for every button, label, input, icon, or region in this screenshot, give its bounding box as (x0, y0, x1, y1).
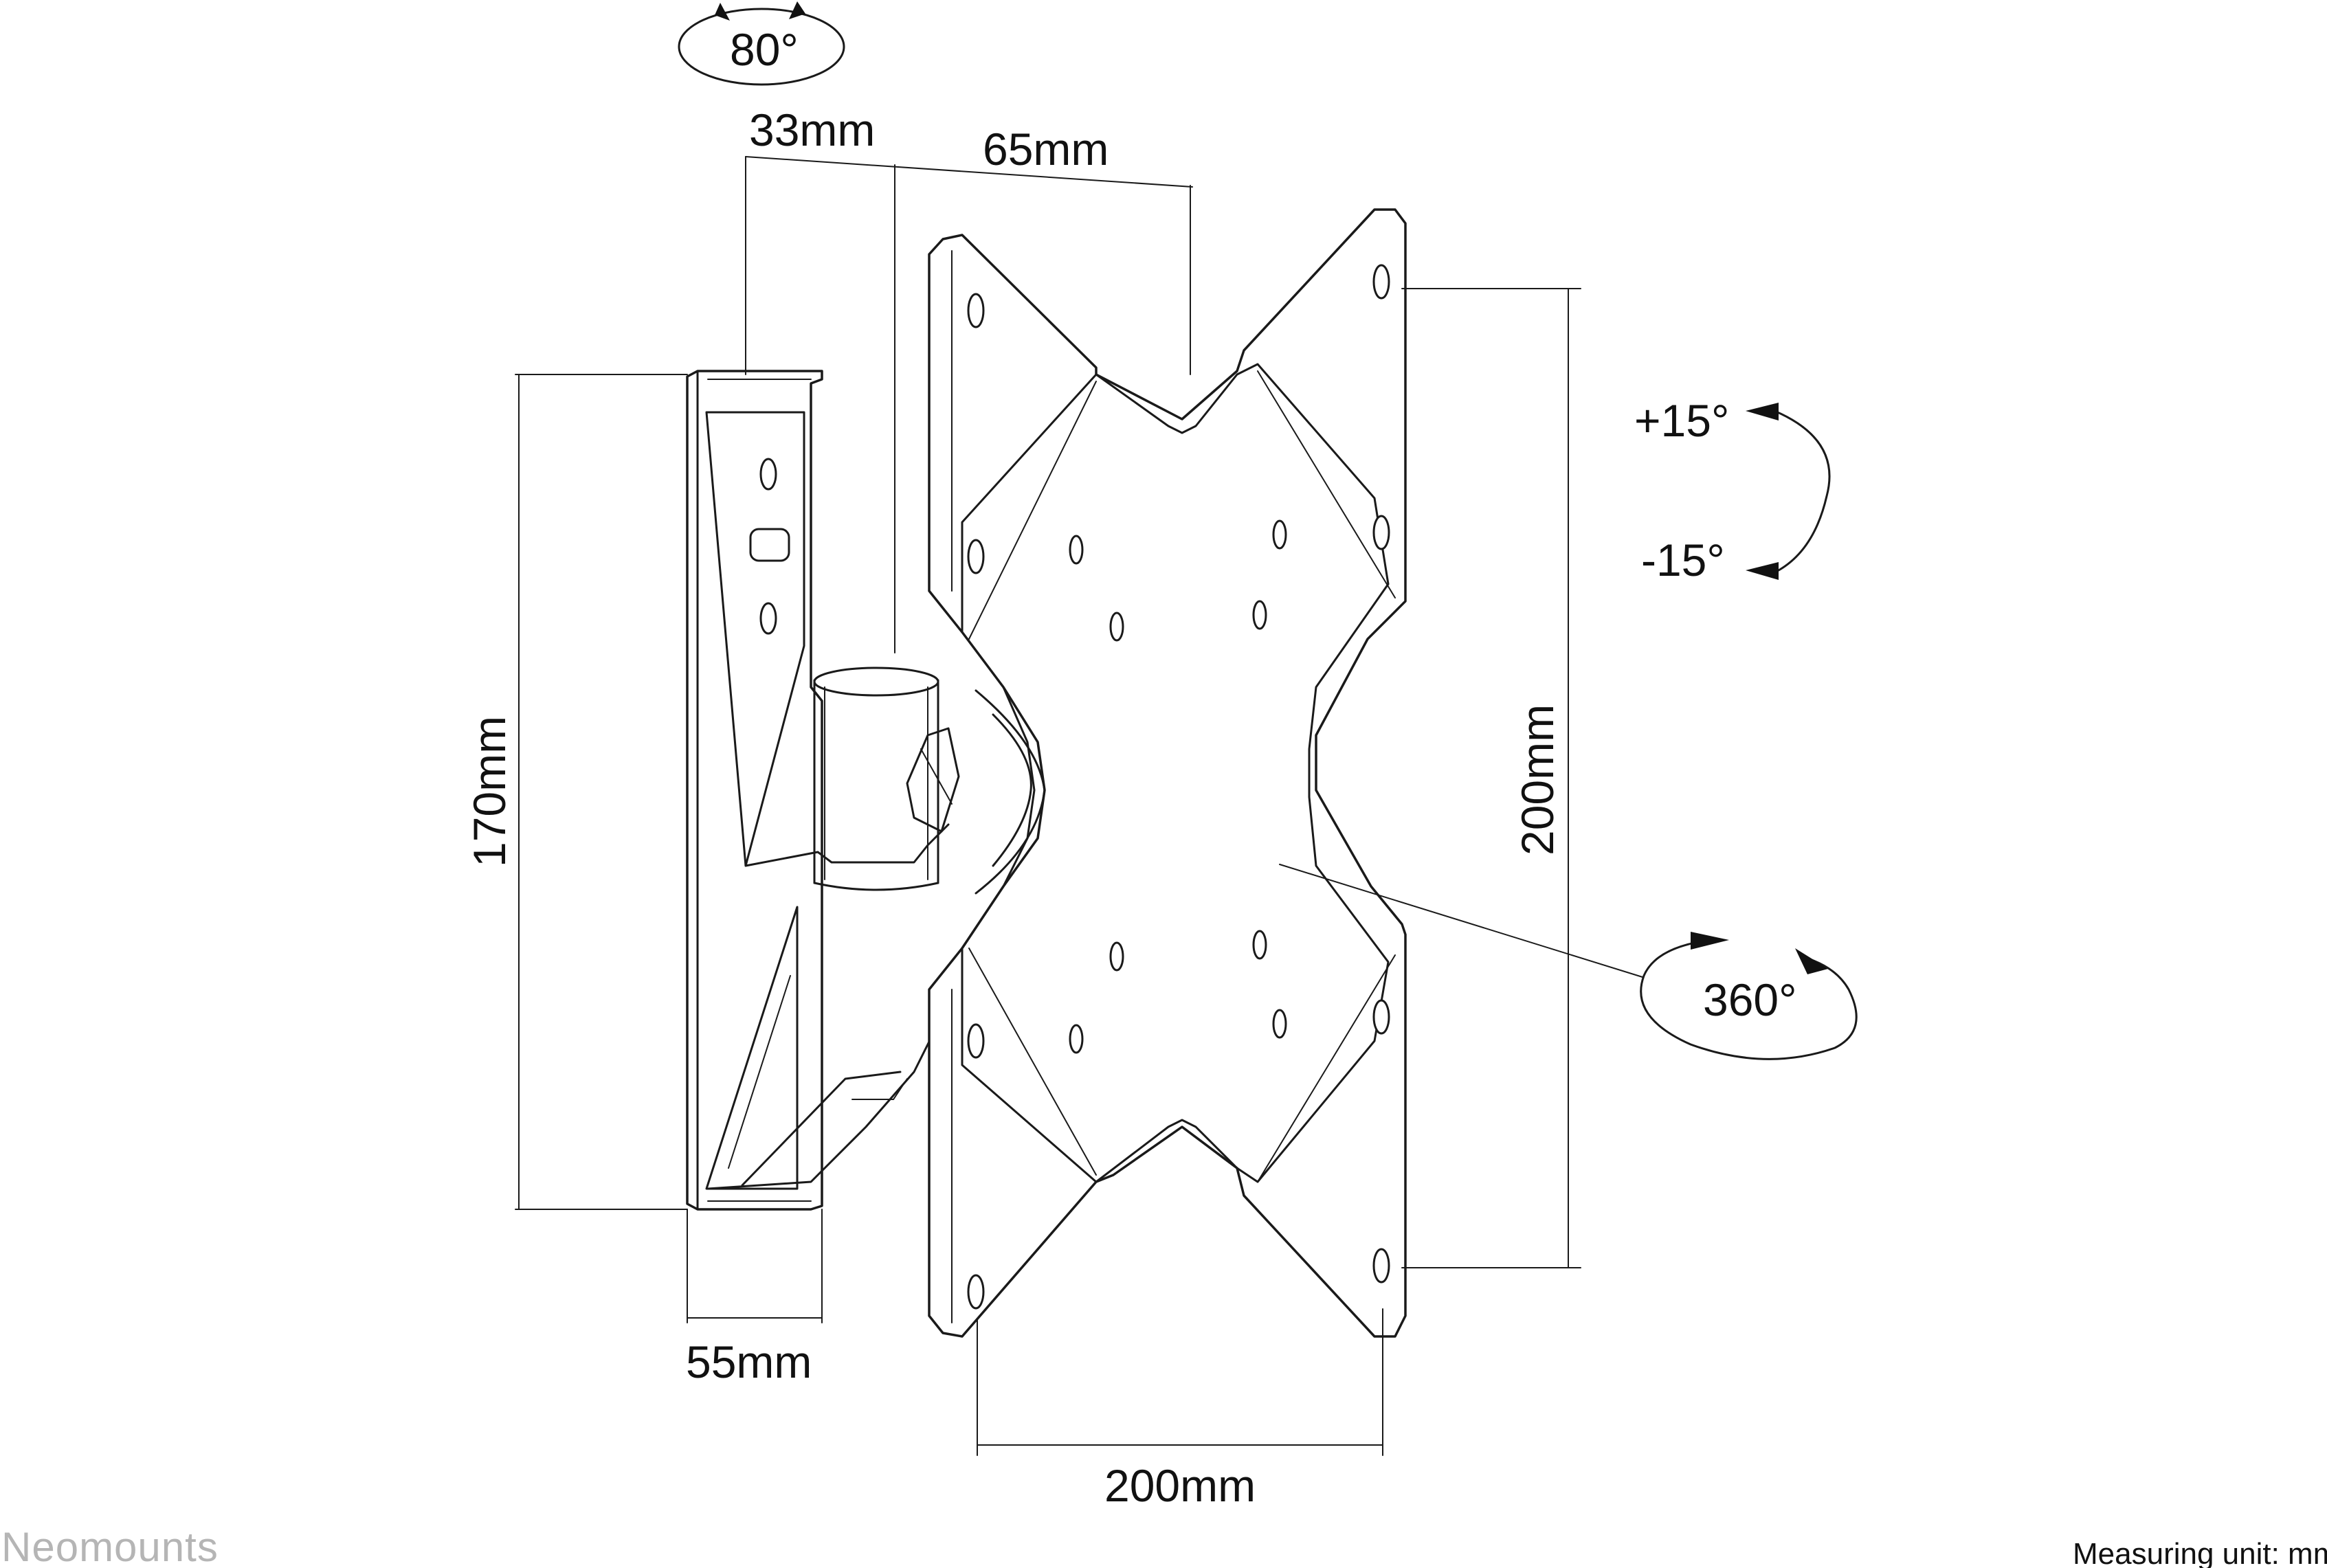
tilt-indicator (1746, 403, 1831, 580)
depth-offset-label: 65mm (983, 124, 1109, 175)
swivel-angle-label: 80° (730, 24, 799, 75)
vesa-vertical-label: 200mm (1512, 704, 1563, 855)
bracket-width-label: 55mm (686, 1336, 812, 1387)
vesa-horizontal-label: 200mm (1104, 1460, 1256, 1511)
rotation-angle-label: 360° (1703, 974, 1797, 1025)
swivel-indicator (678, 1, 845, 86)
dimension-lines (515, 156, 1643, 1456)
tilt-down-label: -15° (1641, 535, 1725, 585)
brand-logo: Neomounts (1, 1524, 219, 1568)
bracket-height-label: 170mm (464, 716, 515, 867)
depth-min-label: 33mm (749, 104, 875, 155)
tilt-up-label: +15° (1634, 395, 1729, 446)
wall-plate (686, 370, 823, 1211)
vesa-plate (928, 208, 1407, 1338)
pivot-arm (706, 667, 960, 1190)
measuring-unit-note: Measuring unit: mm (2073, 1537, 2327, 1568)
rotation-indicator (1640, 932, 1858, 1060)
